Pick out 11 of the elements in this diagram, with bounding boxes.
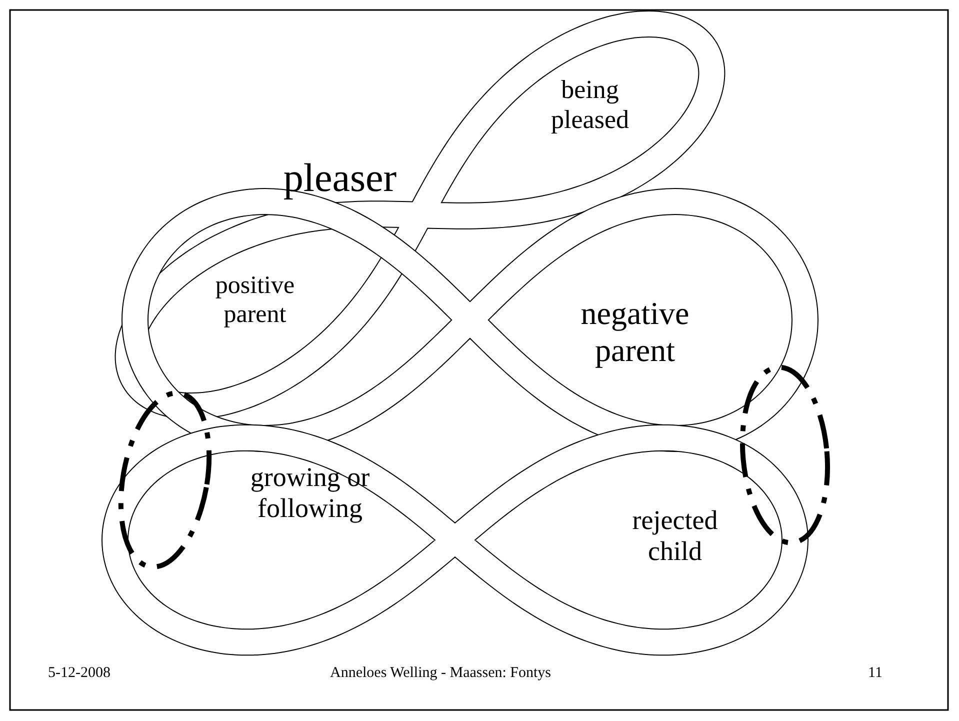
loop-label: pleaser bbox=[270, 155, 410, 201]
footer-text: Anneloes Welling - Maassen: Fontys bbox=[330, 665, 551, 682]
dash-dot-ellipse bbox=[740, 364, 830, 546]
loop-label: rejected child bbox=[605, 505, 745, 568]
loop-label: being pleased bbox=[530, 75, 650, 135]
loop-label: negative parent bbox=[560, 295, 710, 369]
page-number: 11 bbox=[868, 665, 882, 682]
loop-label: growing or following bbox=[250, 462, 370, 524]
date-label: 5-12-2008 bbox=[48, 665, 110, 682]
loop-label: positive parent bbox=[195, 272, 315, 330]
dash-dot-ellipse bbox=[118, 390, 212, 570]
